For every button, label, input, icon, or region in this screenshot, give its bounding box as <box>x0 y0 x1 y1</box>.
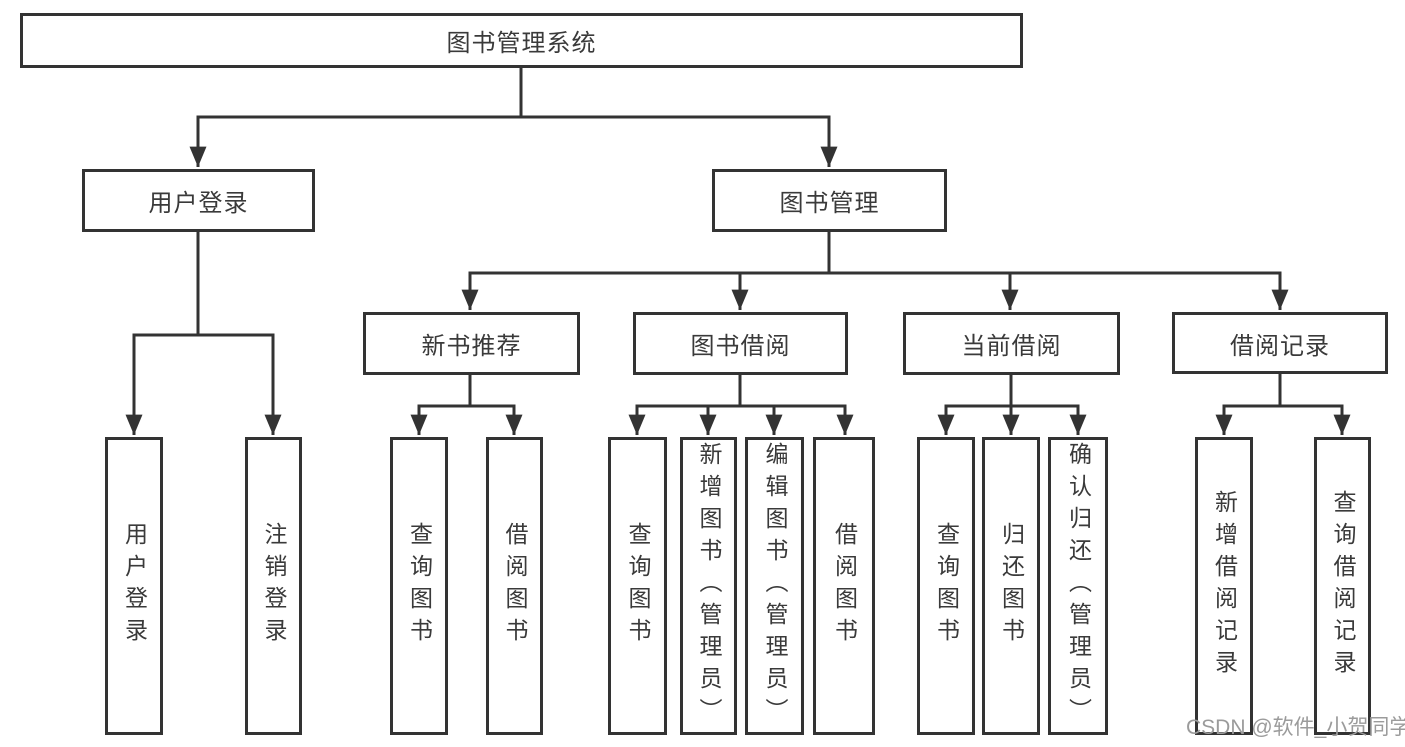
node-book-mgmt-label: 图书管理 <box>779 190 880 217</box>
leaf-newrec-borrow-books: 借阅图书 <box>486 437 543 735</box>
csdn-watermark: CSDN @软件_小贺同学 <box>1186 716 1405 739</box>
leaf-current-return-books-label: 归还图书 <box>998 522 1025 650</box>
node-current-borrow: 当前借阅 <box>903 312 1120 375</box>
leaf-logout: 注销登录 <box>245 437 302 735</box>
leaf-newrec-query-books: 查询图书 <box>390 437 448 735</box>
node-book-borrow: 图书借阅 <box>633 312 848 375</box>
leaf-borrow-add-books-admin: 新增图书（管理员） <box>680 437 737 735</box>
leaf-user-login: 用户登录 <box>105 437 163 735</box>
leaf-current-return-books: 归还图书 <box>982 437 1040 735</box>
leaf-records-add-record: 新增借阅记录 <box>1195 437 1253 735</box>
node-current-borrow-label: 当前借阅 <box>961 333 1062 360</box>
node-new-book-rec: 新书推荐 <box>363 312 580 375</box>
node-user-login: 用户登录 <box>82 169 315 232</box>
leaf-records-query-record-label: 查询借阅记录 <box>1330 490 1356 682</box>
leaf-current-query-books-label: 查询图书 <box>933 522 960 650</box>
leaf-borrow-borrow-books-label: 借阅图书 <box>831 522 858 650</box>
leaf-newrec-borrow-books-label: 借阅图书 <box>502 522 528 650</box>
node-new-book-rec-label: 新书推荐 <box>421 333 522 360</box>
node-book-borrow-label: 图书借阅 <box>690 333 791 360</box>
leaf-borrow-query-books: 查询图书 <box>608 437 667 735</box>
node-root-label: 图书管理系统 <box>446 30 597 57</box>
leaf-records-add-record-label: 新增借阅记录 <box>1211 490 1238 682</box>
leaf-borrow-add-books-admin-label: 新增图书（管理员） <box>696 442 722 730</box>
node-user-login-label: 用户登录 <box>148 190 249 217</box>
leaf-current-confirm-return-admin: 确认归还（管理员） <box>1048 437 1108 735</box>
leaf-current-confirm-return-admin-label: 确认归还（管理员） <box>1065 442 1092 730</box>
node-root: 图书管理系统 <box>20 13 1023 68</box>
leaf-newrec-query-books-label: 查询图书 <box>406 522 433 650</box>
leaf-borrow-query-books-label: 查询图书 <box>625 522 651 650</box>
node-borrow-records-label: 借阅记录 <box>1230 332 1330 360</box>
leaf-borrow-borrow-books: 借阅图书 <box>813 437 875 735</box>
leaf-user-login-label: 用户登录 <box>121 522 148 650</box>
leaf-records-query-record: 查询借阅记录 <box>1314 437 1371 735</box>
leaf-borrow-edit-books-admin: 编辑图书（管理员） <box>745 437 804 735</box>
node-book-mgmt: 图书管理 <box>712 169 947 232</box>
node-borrow-records: 借阅记录 <box>1172 312 1388 374</box>
leaf-logout-label: 注销登录 <box>261 522 287 650</box>
leaf-current-query-books: 查询图书 <box>917 437 975 735</box>
leaf-borrow-edit-books-admin-label: 编辑图书（管理员） <box>762 442 788 730</box>
